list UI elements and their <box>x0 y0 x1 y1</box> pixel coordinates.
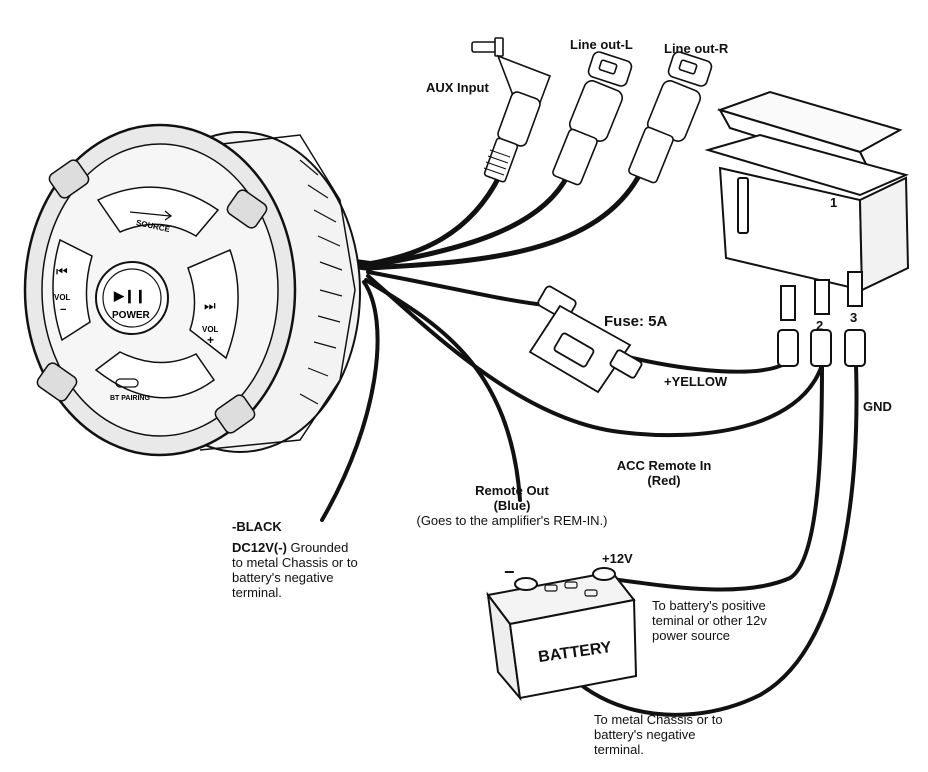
battery-positive-note-2: teminal or other 12v <box>652 613 767 628</box>
wire-black-ground <box>320 280 380 522</box>
aux-input-connector <box>471 37 552 183</box>
bt-pairing-label: BT PAIRING <box>110 395 150 402</box>
vol-plus-label: VOL <box>202 325 219 334</box>
chassis-note: To metal Chassis or to battery's negativ… <box>594 712 723 757</box>
chassis-note-2: battery's negative <box>594 727 696 742</box>
spade-connector-2 <box>810 329 832 367</box>
wire-line-out-r <box>365 167 645 271</box>
switch-pin-3: 3 <box>850 310 857 325</box>
prev-icon: ⏮ <box>56 264 68 279</box>
gnd-label: GND <box>863 399 892 414</box>
spade-connector-1 <box>777 329 799 367</box>
wire-remote-out <box>364 278 522 502</box>
switch-pin-2: 2 <box>816 318 823 333</box>
black-wire-title: -BLACK <box>232 519 282 534</box>
black-wire-label: -BLACK DC12V(-) Grounded to metal Chassi… <box>232 519 358 600</box>
play-pause-icon: ▶❙❙ <box>113 288 146 304</box>
black-wire-note-1: Grounded <box>286 540 349 555</box>
battery-positive-note-3: power source <box>652 628 731 643</box>
battery-negative-terminal <box>514 577 538 591</box>
spade-connector-3 <box>844 329 866 367</box>
remote-out-color: (Blue) <box>493 498 531 513</box>
car-battery: BATTERY − <box>486 562 638 702</box>
plus-12v-label: +12V <box>602 551 633 566</box>
prev-button[interactable] <box>52 238 93 342</box>
remote-out-note: (Goes to the amplifier's REM-IN.) <box>416 513 608 528</box>
marine-controller: SOURCE ⏮ VOL − ⏭ VOL + BT PAIRING ▶❙❙ PO… <box>23 123 361 457</box>
fuse-holder <box>528 285 643 394</box>
black-wire-note-4: terminal. <box>232 585 282 600</box>
wire-yellow-power-out <box>618 353 790 374</box>
line-out-r-label: Line out-R <box>664 41 729 56</box>
remote-out-label: Remote Out (Blue) (Goes to the amplifier… <box>396 483 628 528</box>
battery-positive-note-1: To battery's positive <box>652 598 766 613</box>
source-button[interactable] <box>96 186 220 237</box>
source-arrow-icon <box>129 210 173 221</box>
wire-battery-positive <box>602 363 824 592</box>
switch-label: 1 <box>830 195 837 210</box>
line-out-r-connector <box>628 51 713 184</box>
yellow-wire-label: +YELLOW <box>664 374 728 389</box>
next-button[interactable] <box>187 248 239 360</box>
chassis-note-1: To metal Chassis or to <box>594 712 723 727</box>
battery-minus-sign: − <box>504 562 515 582</box>
black-wire-voltage: DC12V(-) <box>232 540 287 555</box>
rocker-switch: 1 2 3 <box>704 90 910 367</box>
bt-pairing-button[interactable] <box>94 351 216 399</box>
next-icon: ⏭ <box>204 298 216 313</box>
black-wire-note-3: battery's negative <box>232 570 334 585</box>
vol-minus-label: VOL <box>54 293 71 302</box>
fuse-label: Fuse: 5A <box>604 313 668 330</box>
battery-positive-terminal <box>592 567 616 581</box>
wire-line-out-l <box>365 172 571 269</box>
vol-minus-symbol: − <box>60 304 66 316</box>
remote-out-title: Remote Out <box>475 483 549 498</box>
bt-link-icon <box>115 378 139 388</box>
line-out-l-connector <box>552 51 633 186</box>
power-button[interactable] <box>95 261 169 335</box>
black-wire-note-2: to metal Chassis or to <box>232 555 358 570</box>
switch-terminal-2 <box>814 279 830 315</box>
acc-remote-label: ACC Remote In (Red) <box>600 458 728 488</box>
wires <box>320 167 859 717</box>
line-out-l-label: Line out-L <box>570 37 633 52</box>
vol-plus-symbol: + <box>207 333 214 347</box>
aux-input-label: AUX Input <box>426 80 489 95</box>
chassis-note-3: terminal. <box>594 742 644 757</box>
acc-remote-title: ACC Remote In <box>616 458 712 473</box>
wire-yellow-power <box>366 270 547 307</box>
switch-terminal-3 <box>847 271 863 307</box>
battery-positive-note: To battery's positive teminal or other 1… <box>652 598 767 643</box>
switch-terminal-1 <box>780 285 796 321</box>
power-label: POWER <box>112 310 151 321</box>
acc-remote-color: (Red) <box>647 473 681 488</box>
wire-acc-remote <box>366 274 824 438</box>
